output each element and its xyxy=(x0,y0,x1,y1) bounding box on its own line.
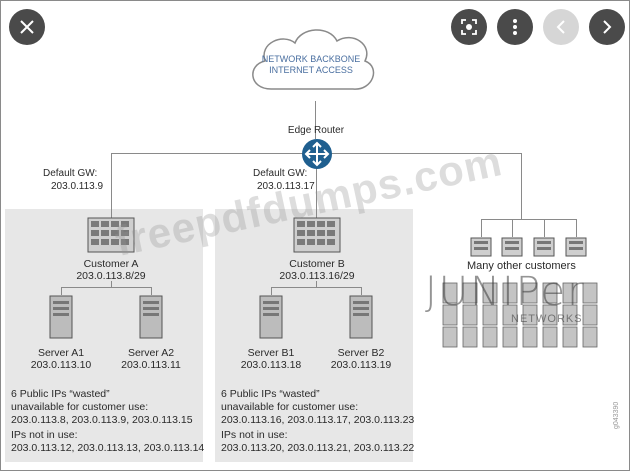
switch-icon xyxy=(501,237,523,257)
server-rack-icon xyxy=(442,282,598,348)
customer-a-subnet: 203.0.113.8/29 xyxy=(76,270,146,282)
previous-image-button[interactable] xyxy=(543,9,579,45)
customer-a-wasted-ips: 203.0.113.8, 203.0.113.9, 203.0.113.15 xyxy=(11,414,193,426)
server-icon xyxy=(259,295,283,339)
many-drop-4 xyxy=(576,219,577,237)
lens-icon xyxy=(461,19,477,35)
cloud-label-line2: INTERNET ACCESS xyxy=(269,65,353,75)
mid-gw-label: Default GW: xyxy=(253,168,308,179)
many-drop-1 xyxy=(481,219,482,237)
server-icon xyxy=(349,295,373,339)
server-b2-ip: 203.0.113.19 xyxy=(330,359,392,371)
bus-to-many xyxy=(521,153,522,219)
server-a2-name: Server A2 xyxy=(127,347,175,359)
customer-a-name: Customer A xyxy=(83,258,139,270)
visual-search-button[interactable] xyxy=(451,9,487,45)
customer-b-wasted-title: 6 Public IPs “wasted” xyxy=(221,388,320,400)
juniper-logo-networks: NETWORKS xyxy=(511,313,583,325)
switch-icon xyxy=(470,237,492,257)
edge-router-label: Edge Router xyxy=(287,125,345,136)
cloud-to-router-line xyxy=(315,101,316,139)
figure-code: g043390 xyxy=(613,401,620,429)
customer-b-drop xyxy=(316,281,317,287)
mid-gw-ip: 203.0.113.17 xyxy=(257,181,315,192)
server-b2-name: Server B2 xyxy=(337,347,385,359)
many-drop-2 xyxy=(512,219,513,237)
server-a1-name: Server A1 xyxy=(37,347,85,359)
server-b2-drop xyxy=(361,287,362,295)
customer-b-unused-ips: 203.0.113.20, 203.0.113.21, 203.0.113.22 xyxy=(221,442,415,454)
cloud-label-line1: NETWORK BACKBONE xyxy=(261,54,361,64)
more-options-button[interactable] xyxy=(497,9,533,45)
many-bus-line xyxy=(481,219,576,220)
bus-to-customer-a xyxy=(111,153,112,219)
customer-b-subnet: 203.0.113.16/29 xyxy=(279,270,355,282)
switch-icon xyxy=(565,237,587,257)
customer-a-wasted-line2: unavailable for customer use: xyxy=(11,401,149,413)
customer-a-drop xyxy=(111,281,112,287)
server-a1-ip: 203.0.113.10 xyxy=(30,359,92,371)
customer-b-wasted-line2: unavailable for customer use: xyxy=(221,401,359,413)
left-gw-label: Default GW: xyxy=(43,168,98,179)
customer-a-unused-ips: 203.0.113.12, 203.0.113.13, 203.0.113.14 xyxy=(11,442,205,454)
left-gw-ip: 203.0.113.9 xyxy=(51,181,104,192)
switch-icon xyxy=(293,217,341,253)
customer-a-wasted-title: 6 Public IPs “wasted” xyxy=(11,388,110,400)
customer-a-server-bus xyxy=(61,287,151,288)
many-customers-label: Many other customers xyxy=(467,260,576,272)
chevron-right-icon xyxy=(603,20,612,34)
next-image-button[interactable] xyxy=(589,9,625,45)
server-a1-drop xyxy=(61,287,62,295)
close-icon xyxy=(20,20,34,34)
server-icon xyxy=(139,295,163,339)
cloud-icon xyxy=(252,29,375,90)
switch-icon xyxy=(533,237,555,257)
switch-icon xyxy=(87,217,135,253)
router-icon xyxy=(302,139,332,169)
customer-b-name: Customer B xyxy=(289,258,345,270)
server-icon xyxy=(49,295,73,339)
more-vert-icon xyxy=(513,19,517,35)
close-button[interactable] xyxy=(9,9,45,45)
customer-a-unused-title: IPs not in use: xyxy=(11,429,78,441)
server-b1-ip: 203.0.113.18 xyxy=(240,359,302,371)
server-b1-drop xyxy=(271,287,272,295)
bus-to-customer-b xyxy=(316,153,317,219)
customer-b-wasted-ips: 203.0.113.16, 203.0.113.17, 203.0.113.23 xyxy=(221,414,415,426)
customer-b-unused-title: IPs not in use: xyxy=(221,429,288,441)
server-a2-drop xyxy=(151,287,152,295)
juniper-logo: JUNIPer xyxy=(425,269,586,315)
server-a2-ip: 203.0.113.11 xyxy=(121,359,181,371)
many-drop-3 xyxy=(544,219,545,237)
customer-b-server-bus xyxy=(271,287,361,288)
chevron-left-icon xyxy=(556,20,565,34)
server-b1-name: Server B1 xyxy=(247,347,295,359)
